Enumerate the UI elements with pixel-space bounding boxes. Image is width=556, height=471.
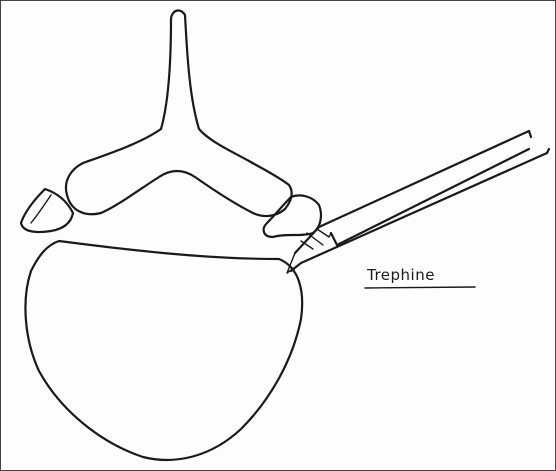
trephine-label: Trephine	[366, 266, 435, 284]
vertebral-body	[25, 241, 302, 460]
right-facet	[264, 195, 321, 237]
trephine-label-underline	[365, 287, 475, 288]
trephine-shaft-bottom	[291, 153, 547, 271]
left-transverse-fragment	[21, 189, 73, 232]
lamina-left	[66, 163, 285, 216]
spinous-process	[161, 10, 249, 161]
spinous-process-left	[83, 129, 161, 163]
left-fragment-hatch	[31, 195, 51, 223]
trephine-shaft-inner	[331, 149, 529, 245]
trephine-end-mark	[529, 131, 549, 153]
